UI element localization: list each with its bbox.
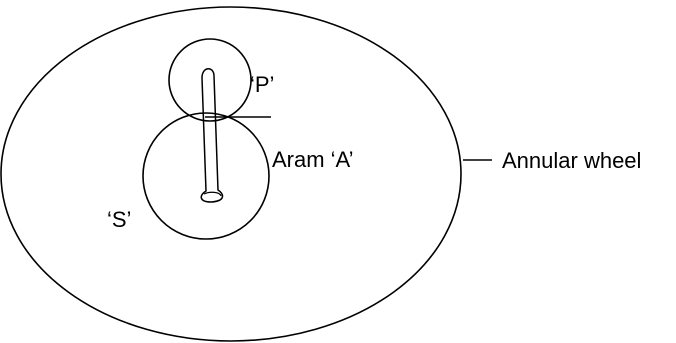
planet-gear [168,38,252,122]
arm-rod [200,68,224,203]
annular-wheel [0,6,462,342]
annular-label: Annular wheel [502,148,641,173]
planet-label: ‘P’ [250,72,274,97]
arm-label: Aram ‘A’ [272,147,354,172]
arm-pivot [203,191,222,197]
sun-gear [142,112,270,240]
sun-label: ‘S’ [107,207,131,232]
